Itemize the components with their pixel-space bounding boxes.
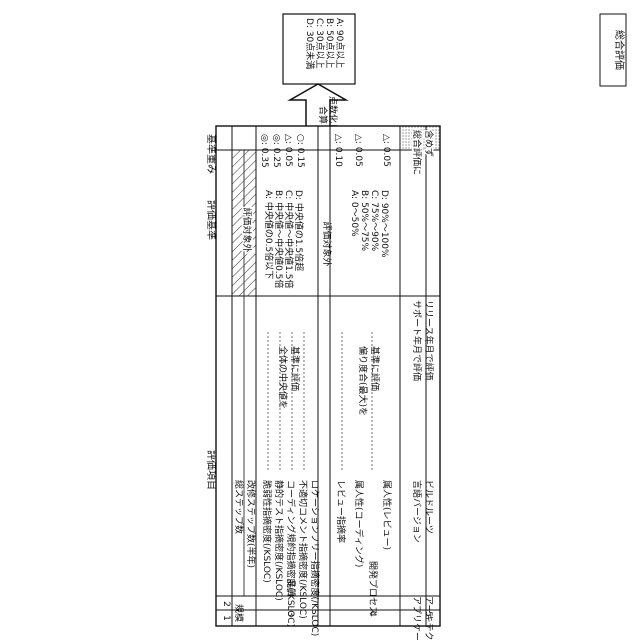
row4-weight-1: △: 0.10	[333, 134, 343, 167]
score-box: A: 90点以上 B: 50点以上 C: 30点以上 D: 30点未満	[283, 14, 355, 84]
row4-criteria-b-1: A: 0～50%	[349, 190, 359, 237]
row3-weight-1: ◎: 0.35	[259, 134, 269, 168]
row3-criteria-a-1: 全体の中央値を	[277, 346, 289, 409]
row1-category: 規模	[233, 604, 244, 622]
row5-criteria-2: リリース年月で評価	[423, 300, 435, 381]
row4-sub-3: 属人性(レビュー)	[381, 480, 393, 550]
row3-weight-4: ○: 0.15	[295, 134, 305, 168]
row5-sub-1: 言語バージョン	[411, 480, 423, 543]
row5-criteria-1: サポート年月で評価	[411, 300, 423, 381]
row3-criteria-b-4: D: 中央値の1.5倍超	[293, 190, 305, 271]
row5-weight-1: 総合評価に	[411, 130, 423, 175]
row1-criteria: 評価対象外	[241, 207, 253, 252]
row4-criteria-b-2: B: 50%～75%	[359, 190, 369, 252]
row3-sub-1: 脆弱性指摘密度(/KSLOC)	[261, 480, 273, 583]
row4-category: 開発プロセス	[367, 561, 379, 615]
row3-criteria-a-2: 基準に評価	[289, 346, 301, 391]
row4-sub-2: 属人性(コーディング)	[353, 480, 365, 567]
row4-weight-3: △: 0.05	[381, 134, 391, 167]
header-weight: 基準重み	[205, 134, 218, 174]
row4-criteria-b-3: C: 75%～90%	[369, 190, 379, 252]
row3-sub-5: ロケーションフリー指摘密度(/KSLOC)	[309, 480, 321, 636]
header-item: 評価項目	[205, 450, 218, 490]
row3-weight-2: ◎: 0.25	[271, 134, 281, 168]
row5-weight-2: 含めず	[423, 130, 435, 157]
header-criteria: 評価基準	[205, 200, 218, 240]
row3-sub-3: コーディング規約指摘密度(/KSLOC)	[285, 480, 297, 627]
score-d: D: 30点未満	[304, 18, 316, 69]
row3-criteria-c: 評価対象外	[321, 221, 333, 266]
row4-criteria-a-1: 偏り度合(最大)を	[357, 346, 369, 416]
row-no-2: 2	[221, 601, 231, 607]
row5-sub-2: ビルドルーツ	[423, 480, 434, 534]
row2-sub: 改修ステップ数(半年)	[245, 480, 257, 568]
row3-weight-3: △: 0.05	[283, 134, 293, 167]
row3-sub-4: 不適切コメント指摘密度(/KSLOC)	[297, 480, 309, 619]
row4-sub-1: レビュー指摘率	[335, 480, 347, 543]
overall-evaluation-title-box: 総合評価	[600, 14, 626, 86]
row4-weight-2: △: 0.05	[353, 134, 363, 167]
overall-evaluation-title: 総合評価	[613, 30, 626, 70]
score-a: A: 90点以上	[334, 18, 345, 68]
score-c: C: 30点以上	[314, 18, 325, 69]
row1-sub: 総ステップ数	[233, 480, 245, 534]
row3-sub-2: 静的テスト指摘密度(/KSLOC)	[273, 480, 285, 601]
evaluation-table: 基準重み 評価基準 評価項目 1 2 規模 総ステップ数 改修ステップ数(半年)…	[205, 126, 440, 640]
row4-criteria-a-2: 基準に評価	[369, 346, 381, 391]
row5-category-1: アプリケーション	[411, 596, 422, 640]
row4-criteria-b-4: D: 90%～100%	[379, 190, 389, 258]
score-b: B: 50点以上	[324, 18, 335, 69]
row-no-1: 1	[221, 615, 231, 621]
row5-category-2: アーキテクチャ	[423, 596, 434, 640]
arrow-label-2: 合算	[317, 106, 329, 124]
